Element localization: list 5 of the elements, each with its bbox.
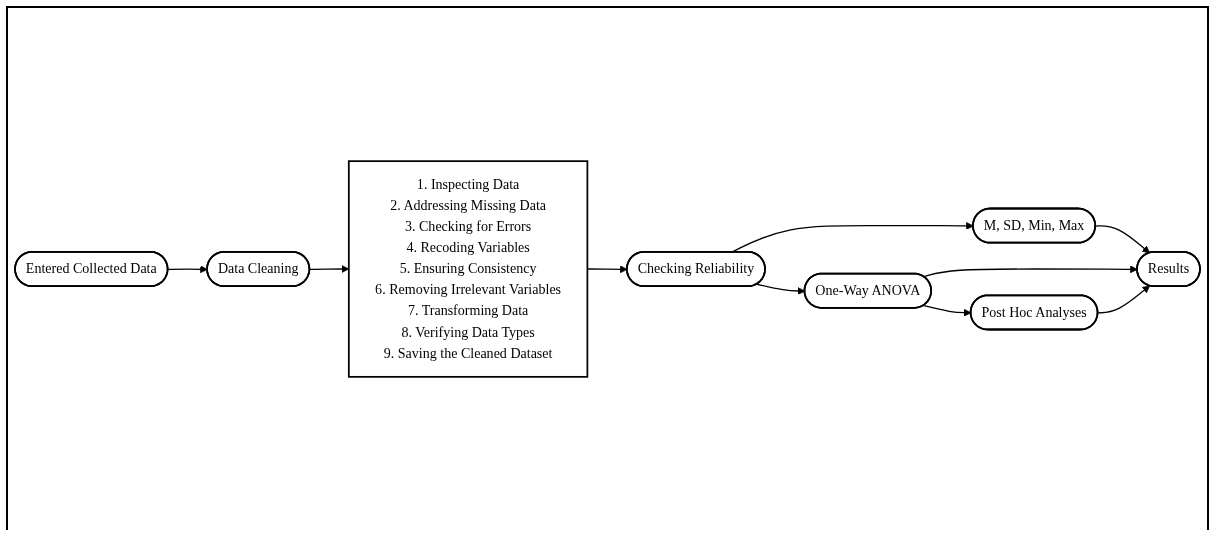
arrow bbox=[922, 265, 1138, 278]
arrow bbox=[167, 265, 208, 274]
node-box bbox=[347, 160, 589, 378]
diagram-frame: Entered Collected Data Data Cleaning 1. Inspecting Data 2. Addressing Missing Data 3. Checking for Errors 4. Recoding Variables 5. Ensuring Consistency 6. Removing Irrelevant Variables 7. Transforming Data 8. Verifying Data Types 9. Saving the Cleaned Dataset Checking Reliability M, SD, Min, Max One-Way ANOVA Post Hoc Analyses Results bbox=[6, 6, 1209, 530]
arrow bbox=[1097, 285, 1150, 314]
